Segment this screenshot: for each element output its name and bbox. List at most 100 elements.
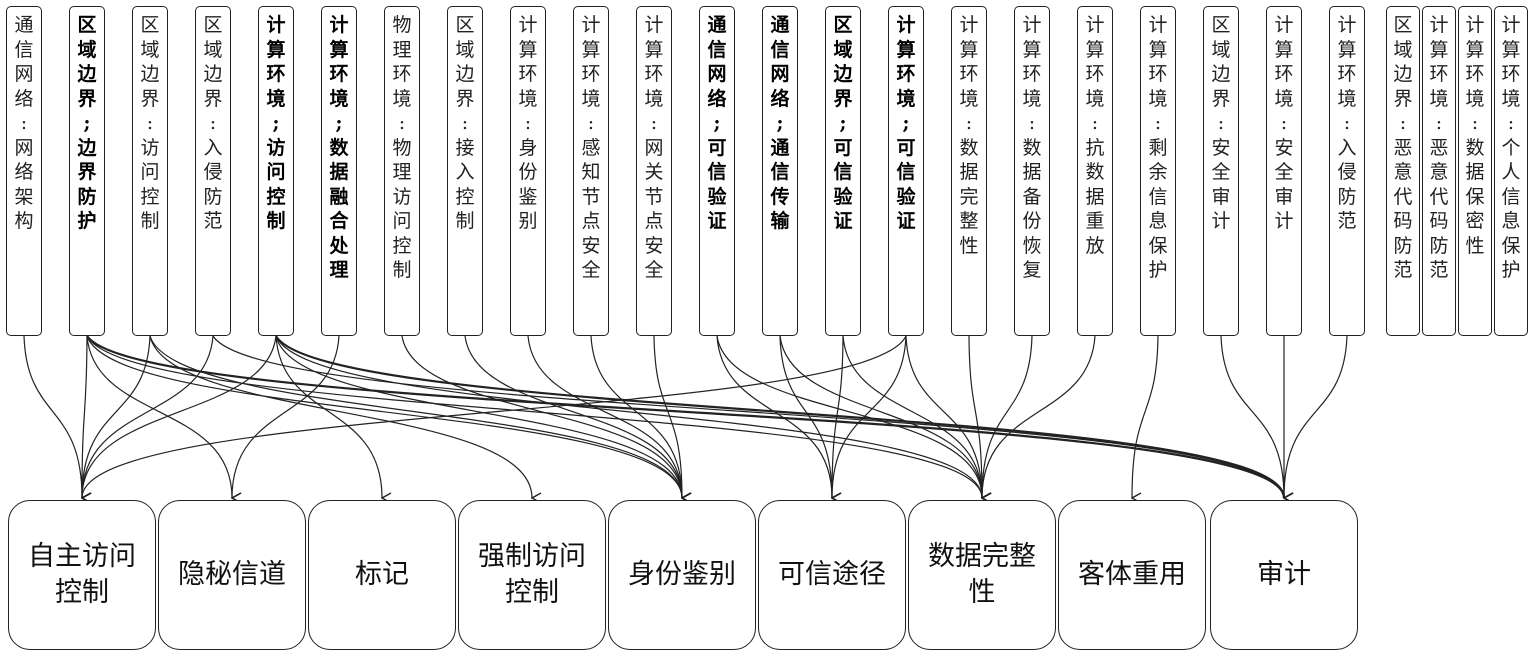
link-arrow <box>982 335 1033 498</box>
source-label: 计算环境:安全审计 <box>1274 14 1294 232</box>
link-arrow <box>82 335 87 498</box>
source-label: 通信网络;可信验证 <box>707 14 727 232</box>
link-arrow <box>82 335 277 498</box>
link-arrow <box>149 335 682 498</box>
source-label: 计算环境:感知节点安全 <box>581 14 601 281</box>
source-box: 计算环境:网关节点安全 <box>636 6 672 336</box>
source-label: 计算环境:剩余信息保护 <box>1148 14 1168 281</box>
source-box: 计算环境;数据融合处理 <box>321 6 357 336</box>
target-label: 隐秘信道 <box>178 559 286 590</box>
link-arrow <box>842 335 982 498</box>
source-label: 计算环境;访问控制 <box>266 14 286 232</box>
source-label: 计算环境:恶意代码防范 <box>1429 14 1449 281</box>
target-box: 隐秘信道 <box>158 500 306 650</box>
source-box: 计算环境:数据完整性 <box>951 6 987 336</box>
link-arrow <box>1284 335 1348 498</box>
target-box: 数据完整性 <box>908 500 1056 650</box>
source-box: 区域边界:恶意代码防范 <box>1386 6 1420 336</box>
link-arrow <box>232 335 340 498</box>
target-box: 标记 <box>308 500 456 650</box>
link-arrow <box>149 335 532 498</box>
source-box: 区域边界:安全审计 <box>1203 6 1239 336</box>
target-label: 客体重用 <box>1078 559 1186 590</box>
link-arrow <box>779 335 982 498</box>
link-arrow <box>779 335 832 498</box>
target-label: 身份鉴别 <box>628 559 736 590</box>
source-label: 计算环境:数据保密性 <box>1465 14 1485 257</box>
source-label: 计算环境:入侵防范 <box>1337 14 1357 232</box>
source-box: 计算环境;访问控制 <box>258 6 294 336</box>
source-label: 区域边界:安全审计 <box>1211 14 1231 232</box>
link-arrow <box>82 335 214 498</box>
source-box: 计算环境:感知节点安全 <box>573 6 609 336</box>
source-box: 计算环境:安全审计 <box>1266 6 1302 336</box>
link-arrow <box>527 335 682 498</box>
source-label: 区域边界:入侵防范 <box>203 14 223 232</box>
source-box: 计算环境:抗数据重放 <box>1077 6 1113 336</box>
target-box: 可信途径 <box>758 500 906 650</box>
link-arrow <box>590 335 682 498</box>
link-arrow <box>82 335 151 498</box>
source-label: 区域边界:恶意代码防范 <box>1393 14 1413 281</box>
link-arrow <box>832 335 907 498</box>
link-arrow <box>982 335 1096 498</box>
link-arrow <box>968 335 982 498</box>
target-box: 审计 <box>1210 500 1358 650</box>
source-label: 计算环境:抗数据重放 <box>1085 14 1105 257</box>
source-label: 计算环境;数据融合处理 <box>329 14 349 281</box>
source-box: 计算环境:身份鉴别 <box>510 6 546 336</box>
link-arrow <box>23 335 82 498</box>
target-box: 客体重用 <box>1058 500 1206 650</box>
link-arrow <box>82 335 907 498</box>
link-arrow <box>212 335 1284 498</box>
link-arrow <box>86 335 682 498</box>
source-box: 通信网络:网络架构 <box>6 6 42 336</box>
link-arrow <box>1220 335 1284 498</box>
source-box: 计算环境:数据备份恢复 <box>1014 6 1050 336</box>
source-label: 区域边界:访问控制 <box>140 14 160 232</box>
link-arrow <box>716 335 832 498</box>
source-box: 计算环境:数据保密性 <box>1458 6 1492 336</box>
target-box: 身份鉴别 <box>608 500 756 650</box>
source-label: 区域边界;可信验证 <box>833 14 853 232</box>
source-box: 区域边界;边界防护 <box>69 6 105 336</box>
source-label: 计算环境:数据完整性 <box>959 14 979 257</box>
target-label: 强制访问控制 <box>478 541 586 608</box>
source-box: 区域边界;可信验证 <box>825 6 861 336</box>
link-arrow <box>275 335 1284 498</box>
target-label: 自主访问控制 <box>28 541 136 608</box>
source-box: 区域边界:接入控制 <box>447 6 483 336</box>
target-box: 自主访问控制 <box>8 500 156 650</box>
source-box: 通信网络;通信传输 <box>762 6 798 336</box>
link-arrow <box>86 335 232 498</box>
link-arrow <box>1132 335 1159 498</box>
link-arrow <box>464 335 682 498</box>
source-label: 通信网络:网络架构 <box>14 14 34 232</box>
source-box: 计算环境:恶意代码防范 <box>1422 6 1456 336</box>
source-label: 物理环境:物理访问控制 <box>392 14 412 281</box>
link-arrow <box>275 335 982 498</box>
source-label: 计算环境:身份鉴别 <box>518 14 538 232</box>
link-arrow <box>653 335 682 498</box>
target-label: 审计 <box>1257 559 1311 590</box>
link-arrow <box>275 335 382 498</box>
source-label: 计算环境:网关节点安全 <box>644 14 664 281</box>
target-box: 强制访问控制 <box>458 500 606 650</box>
source-box: 计算环境;可信验证 <box>888 6 924 336</box>
link-arrow <box>832 335 844 498</box>
target-label: 标记 <box>355 559 409 590</box>
source-label: 计算环境:数据备份恢复 <box>1022 14 1042 281</box>
source-label: 计算环境;可信验证 <box>896 14 916 232</box>
link-arrow <box>716 335 982 498</box>
target-label: 数据完整性 <box>928 541 1036 608</box>
target-label: 可信途径 <box>778 559 886 590</box>
link-arrow <box>275 335 682 498</box>
source-label: 通信网络;通信传输 <box>770 14 790 232</box>
link-arrow <box>86 335 982 498</box>
source-box: 区域边界:入侵防范 <box>195 6 231 336</box>
source-box: 物理环境:物理访问控制 <box>384 6 420 336</box>
link-arrow <box>905 335 982 498</box>
link-arrow <box>401 335 682 498</box>
source-box: 通信网络;可信验证 <box>699 6 735 336</box>
